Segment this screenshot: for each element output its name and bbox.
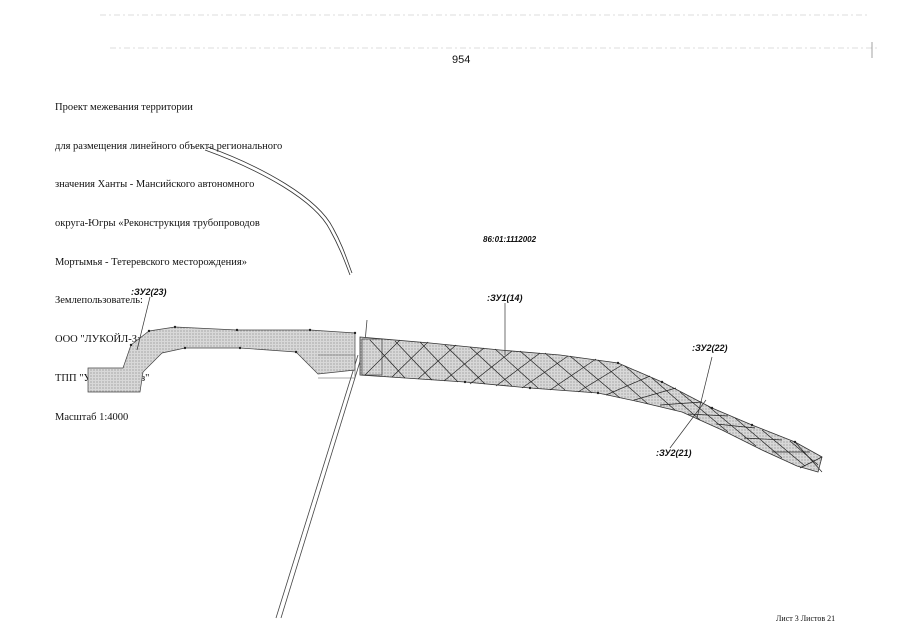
- title-line: Мортымья - Тетеревского месторождения»: [55, 256, 247, 268]
- sheet-count: Лист 3 Листов 21: [776, 614, 836, 623]
- title-line: для размещения линейного объекта региона…: [55, 140, 283, 152]
- title-line: округа-Югры «Реконструкция трубопроводов: [55, 217, 260, 229]
- plot-label-zu2-22: :ЗУ2(22): [692, 343, 728, 353]
- map-scale: Масштаб 1:4000: [55, 411, 129, 423]
- plot-label-zu2-23: :ЗУ2(23): [131, 287, 167, 297]
- boundary-points: [129, 325, 797, 444]
- cadastral-number: 86:01:1112002: [483, 235, 537, 244]
- page-number: 954: [452, 54, 471, 66]
- plot-zu2-23: [87, 326, 356, 393]
- scan-artifact-lines: [100, 14, 880, 58]
- title-line: Проект межевания территории: [55, 101, 193, 113]
- leader-line: [204, 146, 353, 276]
- hatch-lines: [364, 339, 819, 467]
- land-user-heading: Землепользователь:: [55, 295, 143, 307]
- label-leaders: [136, 296, 713, 449]
- plot-label-zu1-14: :ЗУ1(14): [487, 293, 523, 303]
- title-line: значения Ханты - Мансийского автономного: [55, 179, 255, 191]
- plot-zu1-14: [359, 336, 823, 473]
- plot-label-zu2-21: :ЗУ2(21): [656, 448, 692, 458]
